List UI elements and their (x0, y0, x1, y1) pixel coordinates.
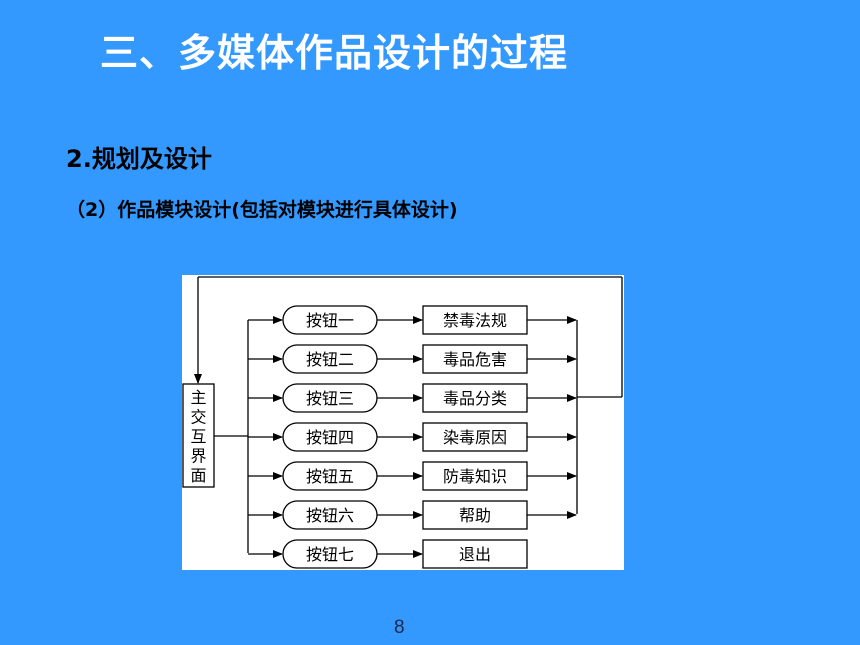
main-interface-char: 主 (190, 388, 206, 407)
module-box (422, 422, 528, 452)
diagram-row: 按钮七 退出 (248, 539, 528, 569)
button-node-label: 按钮五 (306, 467, 354, 486)
module-box-label: 染毒原因 (443, 428, 507, 447)
button-node-label: 按钮四 (306, 428, 354, 447)
main-interface-box (182, 383, 215, 488)
main-interface-char: 面 (190, 466, 206, 485)
main-interface-char: 界 (190, 447, 206, 466)
main-interface-char: 互 (190, 427, 206, 446)
button-node-label: 按钮一 (306, 311, 354, 330)
module-box-label: 毒品分类 (443, 389, 507, 408)
module-flow-diagram: 主交互界面 按钮一 禁毒法规按钮二 毒品危害按钮三 毒品分类按钮四 染毒原因按钮五 防毒知… (182, 275, 624, 570)
subsection-heading: （2）作品模块设计(包括对模块进行具体设计) (66, 199, 458, 221)
diagram-row: 按钮五 防毒知识 (248, 461, 577, 491)
diagram-row: 按钮四 染毒原因 (248, 422, 577, 452)
module-box-label: 帮助 (459, 506, 491, 525)
button-node-label: 按钮三 (306, 389, 354, 408)
page-number: 8 (394, 617, 405, 638)
module-box (422, 305, 528, 335)
module-box (422, 539, 528, 569)
module-box-label: 防毒知识 (443, 467, 507, 486)
module-box (422, 383, 528, 413)
module-box (422, 500, 528, 530)
diagram-row: 按钮一 禁毒法规 (248, 305, 577, 335)
diagram-row: 按钮二 毒品危害 (248, 344, 577, 374)
main-interface-char: 交 (190, 408, 206, 427)
button-node-label: 按钮二 (306, 350, 354, 369)
button-node-label: 按钮七 (306, 545, 354, 564)
module-box-label: 退出 (459, 545, 491, 564)
module-box-label: 毒品危害 (443, 350, 507, 369)
diagram-row: 按钮六 帮助 (248, 500, 577, 530)
slide-title: 三、多媒体作品设计的过程 (100, 31, 569, 75)
diagram-row: 按钮三 毒品分类 (248, 383, 577, 413)
section-heading: 2.规划及设计 (66, 145, 212, 173)
button-node-label: 按钮六 (306, 506, 354, 525)
module-box-label: 禁毒法规 (443, 311, 507, 330)
